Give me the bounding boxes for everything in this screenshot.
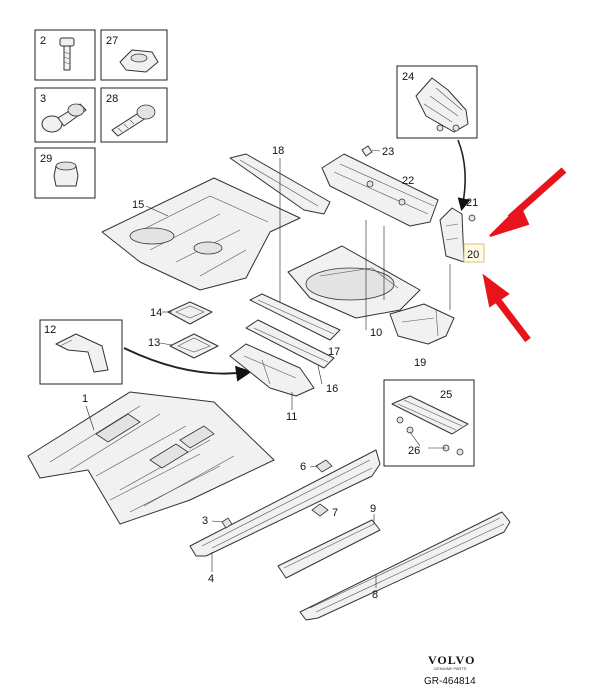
label-16: 16	[326, 383, 338, 395]
part-6	[315, 459, 333, 473]
inset-part-29: 29	[34, 147, 96, 199]
label-22: 22	[402, 175, 414, 187]
label-1: 1	[82, 393, 88, 405]
label-18: 18	[272, 145, 284, 157]
label-13: 13	[148, 337, 160, 349]
inset-part-28: 28	[100, 87, 168, 143]
label-6: 6	[300, 461, 306, 473]
inset-part-24: 24	[396, 65, 478, 139]
label-7: 7	[332, 507, 338, 519]
label-29: 29	[40, 153, 52, 165]
label-11: 11	[286, 411, 297, 423]
red-arrow-top-icon	[489, 167, 567, 237]
inset-part-3: 3	[34, 87, 96, 143]
label-3b: 3	[202, 515, 208, 527]
part-9	[277, 519, 381, 579]
inset-part-12: 12	[39, 319, 123, 385]
label-2: 2	[40, 35, 46, 47]
part-4	[189, 449, 381, 557]
brand-logo: VOLVO	[428, 653, 475, 667]
part-20	[439, 207, 465, 263]
inset-part-27: 27	[100, 29, 168, 81]
part-10	[287, 245, 421, 319]
label-10: 10	[370, 327, 382, 339]
label-28: 28	[106, 93, 118, 105]
part-19	[389, 303, 455, 345]
part-22	[321, 153, 439, 227]
label-15: 15	[132, 199, 144, 211]
reference-code: GR-464814	[424, 676, 476, 687]
part-21	[468, 214, 476, 222]
part-1	[27, 391, 275, 525]
label-8: 8	[372, 589, 378, 601]
label-19: 19	[414, 357, 426, 369]
label-17: 17	[328, 346, 340, 358]
part-8	[299, 511, 511, 621]
label-25: 25	[440, 389, 452, 401]
label-24: 24	[402, 71, 414, 83]
label-23: 23	[382, 146, 394, 158]
part-13	[169, 333, 219, 359]
part-14	[167, 301, 213, 325]
label-9: 9	[370, 503, 376, 515]
label-26: 26	[408, 445, 420, 457]
highlight-box-20	[463, 243, 485, 263]
inset-part-25: 25 26	[383, 379, 475, 467]
part-17	[249, 293, 341, 341]
label-14: 14	[150, 307, 162, 319]
part-3	[221, 517, 233, 529]
inset-part-2: 2	[34, 29, 96, 81]
red-arrow-bottom-icon	[482, 273, 531, 343]
part-16	[245, 319, 335, 369]
label-4: 4	[208, 573, 214, 585]
brand-subtitle: GENUINE PARTS	[434, 666, 467, 671]
part-15	[101, 177, 301, 291]
part-23	[361, 145, 373, 157]
label-12: 12	[44, 324, 56, 336]
label-21: 21	[466, 197, 478, 209]
label-27: 27	[106, 35, 118, 47]
part-7	[311, 503, 329, 517]
part-11	[229, 343, 315, 397]
label-3a: 3	[40, 93, 46, 105]
label-20: 20	[467, 249, 479, 261]
